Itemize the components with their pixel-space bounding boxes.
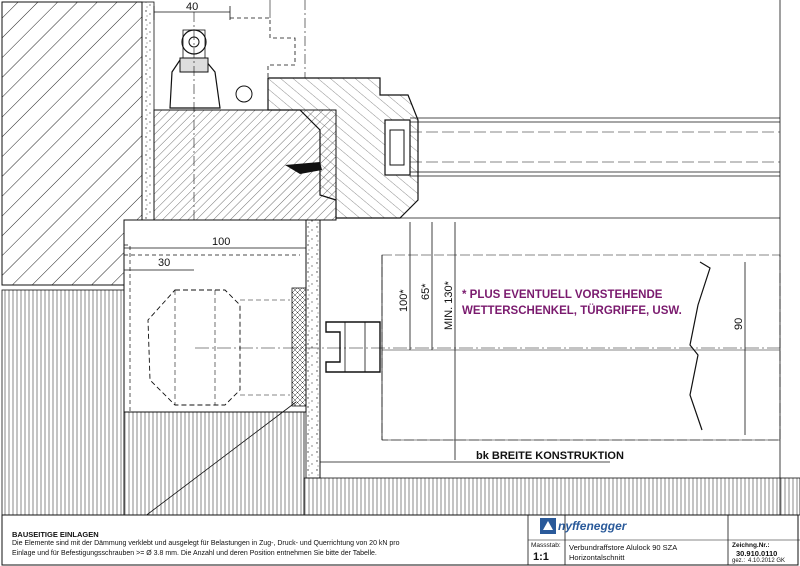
- slat-pack-outline: [381, 254, 781, 441]
- product-name: Verbundraffstore Alulock 90 SZA: [569, 543, 678, 552]
- cladding-vertical-2: [123, 411, 305, 516]
- section-view: Horizontalschnitt: [569, 553, 625, 562]
- cladding-vertical: [1, 289, 125, 516]
- cladding-vertical-3: [303, 477, 800, 516]
- zeichnr-value: 30.910.0110: [736, 549, 778, 558]
- brand-name: nyffenegger: [558, 519, 627, 533]
- massstab-label: Massstab:: [531, 542, 561, 549]
- gez-label: gez.:: [732, 558, 746, 564]
- massstab-value: 1:1: [533, 551, 549, 563]
- dim-100-horizontal: 100: [212, 236, 230, 248]
- gasket: [285, 162, 322, 174]
- wall-masonry: [1, 1, 143, 286]
- zeichnr-label: Zeichng.Nr.:: [732, 542, 770, 549]
- dim-65: 65*: [420, 283, 432, 300]
- dim-min-130: MIN. 130*: [443, 280, 455, 330]
- drive-outline-dashed: [147, 289, 241, 406]
- annotation-line-2: WETTERSCHENKEL, TÜRGRIFFE, USW.: [462, 304, 682, 317]
- dim-100-vertical: 100*: [398, 289, 410, 312]
- dim-30: 30: [158, 257, 170, 269]
- dim-90: 90: [733, 318, 745, 330]
- bausatz-text-1: Die Elemente sind mit der Dämmung verkle…: [12, 540, 400, 547]
- bausatz-text-2: Einlage und für Befestigungsschrauben >=…: [12, 550, 377, 557]
- plaster-strip: [141, 1, 155, 221]
- guide-rail-profile: [325, 321, 381, 373]
- dim-40: 40: [186, 1, 198, 13]
- annotation-line-1: * PLUS EVENTUELL VORSTEHENDE: [462, 289, 663, 301]
- construction-inlay: [291, 287, 307, 407]
- bk-breite-konstruktion: bk BREITE KONSTRUKTION: [476, 450, 624, 462]
- reveal-plaster: [305, 219, 321, 479]
- bausatz-title: BAUSEITIGE EINLAGEN: [12, 530, 99, 539]
- gez-value: 4.10.2012 GK: [748, 558, 786, 564]
- glass-spacer: [389, 129, 405, 166]
- slat-profile: [689, 261, 711, 431]
